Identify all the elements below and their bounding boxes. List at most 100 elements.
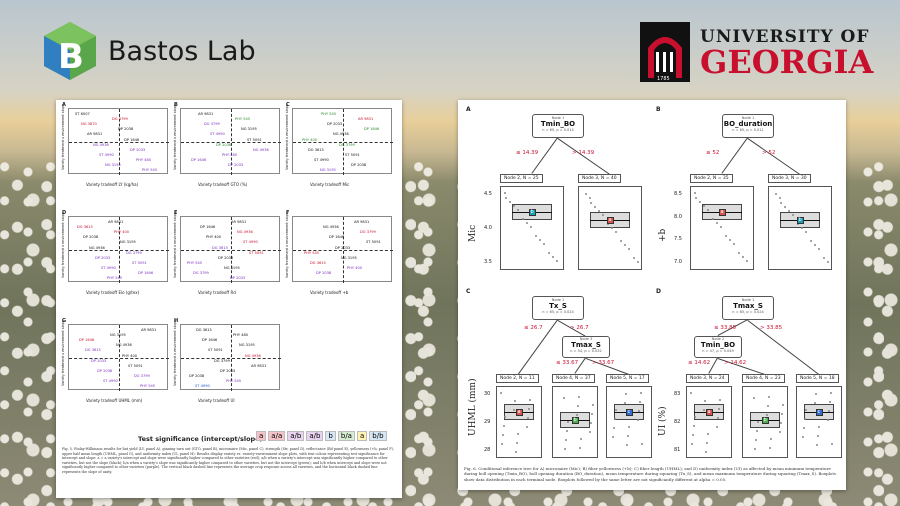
terminal-node-label: Node 3, N = 30: [768, 174, 811, 183]
data-point: [576, 414, 578, 416]
variety-label: ST 5091: [247, 137, 262, 142]
legend-item: b/b: [369, 431, 387, 441]
data-point: [503, 425, 505, 427]
fw-xlabel: Variety tradeoff Mic: [310, 182, 350, 187]
data-point: [780, 202, 782, 204]
bastos-lab-logo: B Bastos Lab: [40, 20, 256, 82]
data-point: [738, 252, 740, 254]
data-point: [720, 226, 722, 228]
svg-text:B: B: [58, 37, 84, 77]
data-point: [784, 206, 786, 208]
data-point: [775, 193, 777, 195]
variety-label: ST 4990: [195, 384, 210, 389]
data-point: [513, 205, 515, 207]
terminal-node-label: Node 2, N = 35: [690, 174, 733, 183]
boxplot-frame: [500, 186, 564, 270]
tree-edge: [747, 320, 819, 375]
variety-label: PHY 400: [114, 230, 130, 235]
node-stats: n = 65, p = 0.024: [542, 310, 574, 314]
data-point: [781, 413, 783, 415]
node-stats: n = 47, p = 0.049: [702, 349, 734, 353]
variety-label: DP 2038: [118, 127, 134, 132]
data-point: [805, 231, 807, 233]
box-letter-marker: [719, 209, 726, 216]
legend-item: a/b: [287, 431, 305, 441]
split-mid-right-label: > 33.67: [592, 360, 615, 366]
variety-label: NG 3870: [81, 122, 97, 127]
variety-label: AR 9831: [87, 132, 103, 137]
variety-label: PHY 400: [206, 235, 222, 240]
legend-item: b: [325, 431, 336, 441]
variety-label: NG 3195: [224, 265, 240, 270]
data-point: [755, 439, 757, 441]
variety-label: DP 1646: [191, 157, 207, 162]
data-point: [694, 416, 696, 418]
data-point: [580, 438, 582, 440]
terminal-node-label: Node 3, N = 40: [578, 174, 621, 183]
data-point: [707, 433, 709, 435]
tree-edge: [557, 138, 610, 175]
box-letter: a: [608, 216, 612, 223]
data-point: [782, 404, 784, 406]
data-point: [692, 434, 694, 436]
terminal-node-label: Node 2, N = 11: [496, 374, 539, 383]
variety-label: AR 9831: [231, 220, 247, 224]
variety-label: ST 5091: [345, 152, 360, 157]
node-variable: Tmin_BO: [540, 120, 576, 128]
fw-panel-letter: H: [174, 318, 179, 324]
data-point: [638, 410, 640, 412]
fw-panel-letter: F: [286, 210, 290, 216]
box-letter: b: [763, 416, 767, 423]
data-point: [501, 443, 503, 445]
variety-label: AR 9831: [354, 220, 370, 224]
data-point: [788, 210, 790, 212]
data-point: [504, 416, 506, 418]
ytick-label: 8.0: [674, 213, 682, 220]
ct-ylabel: UI (%): [658, 406, 668, 436]
data-point: [640, 392, 642, 394]
data-point: [526, 222, 528, 224]
box-letter: b: [530, 208, 534, 215]
data-point: [590, 202, 592, 204]
node-id: Node 1: [741, 298, 755, 302]
data-point: [816, 444, 818, 446]
variety-label: NG 4936: [116, 343, 132, 348]
data-point: [780, 422, 782, 424]
data-point: [705, 451, 707, 453]
variety-label: DG 3799: [214, 358, 230, 363]
split-left-label: ≤ 52: [706, 150, 720, 156]
data-point: [818, 248, 820, 250]
ytick-label: 4.0: [484, 225, 492, 231]
ct-panel-letter: A: [466, 106, 471, 113]
variety-label: DP 1646: [79, 338, 95, 343]
box-letter: c: [817, 408, 821, 415]
variety-label: DP 2038: [189, 373, 205, 378]
variety-label: ST 5091: [249, 250, 264, 255]
data-point: [528, 408, 530, 410]
data-point: [810, 240, 812, 242]
data-point: [577, 405, 579, 407]
terminal-node-label: Node 5, N = 17: [606, 374, 649, 383]
data-point: [624, 402, 626, 404]
split-mid-left-label: ≤ 33.67: [556, 360, 579, 366]
box-letter-marker: [706, 409, 713, 416]
variety-label: PHY 400: [347, 265, 363, 270]
box-letter: a: [517, 408, 521, 415]
node-stats: n = 65, p = 0.011: [732, 128, 764, 132]
split-right-label: > 52: [762, 150, 776, 156]
fw-xlabel: Variety tradeoff Rd: [198, 290, 236, 295]
variety-label: NG 3195: [110, 333, 126, 338]
split-right-label: > 14.39: [572, 150, 595, 156]
data-point: [805, 409, 807, 411]
variety-label: DP 1646: [138, 271, 154, 275]
variety-label: ST 4990: [243, 240, 258, 245]
data-point: [803, 427, 805, 429]
data-point: [592, 404, 594, 406]
uga-line1: UNIVERSITY OF: [700, 27, 870, 47]
data-point: [716, 222, 718, 224]
